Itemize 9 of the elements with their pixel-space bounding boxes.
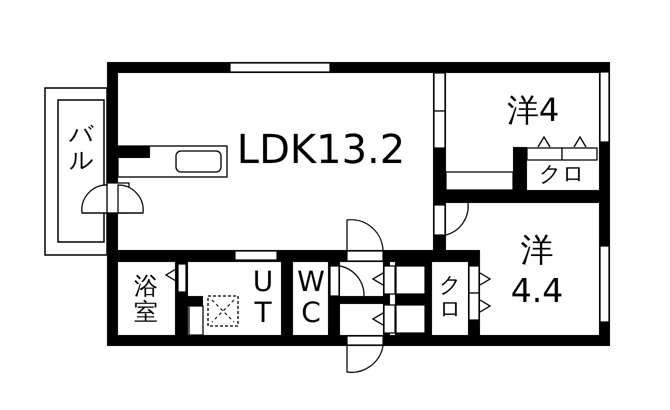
room-label: クロ	[539, 161, 585, 189]
room-label: 浴室	[134, 272, 158, 326]
room-label: UT	[252, 267, 274, 329]
room-label: 洋 4.4	[510, 228, 564, 312]
room-label: 洋4	[506, 90, 560, 130]
room-label: WC	[297, 267, 325, 329]
room-label: LDK13.2	[236, 126, 406, 175]
room-label: バル	[69, 120, 93, 174]
room-label: クロ	[439, 274, 461, 322]
